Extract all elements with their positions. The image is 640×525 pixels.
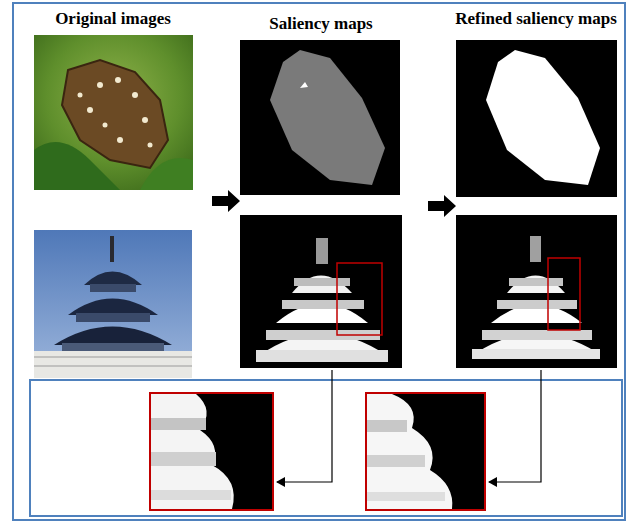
column-heading: Original images xyxy=(53,10,173,27)
column-heading: Saliency maps xyxy=(267,15,374,32)
column-heading: Refined saliency maps xyxy=(453,10,619,27)
